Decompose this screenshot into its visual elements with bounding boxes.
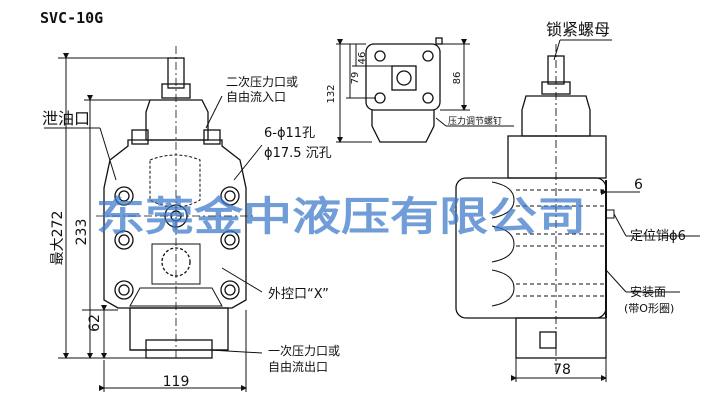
dim-46: 46 [357,52,368,65]
primary-port-label-2: 自由流出口 [268,360,328,374]
drain-port-label: 泄油口 [42,109,90,128]
dim-233: 233 [74,219,90,246]
front-view [96,46,256,360]
secondary-port-label-2: 自由流入口 [226,90,286,104]
dim-132: 132 [326,84,337,103]
side-view [455,55,615,359]
drawing-title: SVC-10G [40,9,103,27]
front-dimensions [58,53,247,392]
dim-62: 62 [87,314,103,332]
adjust-screw-label: 压力调节螺钉 [448,115,502,127]
dim-79: 79 [350,72,361,85]
dim-6: 6 [634,177,643,193]
top-dimensions [336,39,514,143]
dim-119: 119 [163,374,190,390]
side-dimensions [511,39,700,382]
secondary-port-label-1: 二次压力口或 [226,75,298,89]
holes-label-2: ϕ17.5 沉孔 [264,146,332,161]
dim-max-272: 最大272 [50,211,66,266]
company-watermark: 东莞金中液压有限公司 [96,194,586,240]
mounting-holes [114,186,240,300]
mounting-face-label-2: (带O形圈) [624,302,674,315]
dim-86: 86 [452,72,463,85]
external-pilot-label: 外控口“X” [268,287,329,302]
mounting-face-label-1: 安装面 [630,284,666,299]
front-leaders [44,95,263,354]
top-view [365,37,443,143]
side-hidden-lines [516,44,606,372]
locating-pin-label: 定位销ϕ6 [630,229,686,244]
holes-label-1: 6-ϕ11孔 [264,126,315,141]
dim-78: 78 [553,362,571,378]
primary-port-label-1: 一次压力口或 [268,344,340,358]
lock-nut-label: 锁紧螺母 [546,20,610,39]
